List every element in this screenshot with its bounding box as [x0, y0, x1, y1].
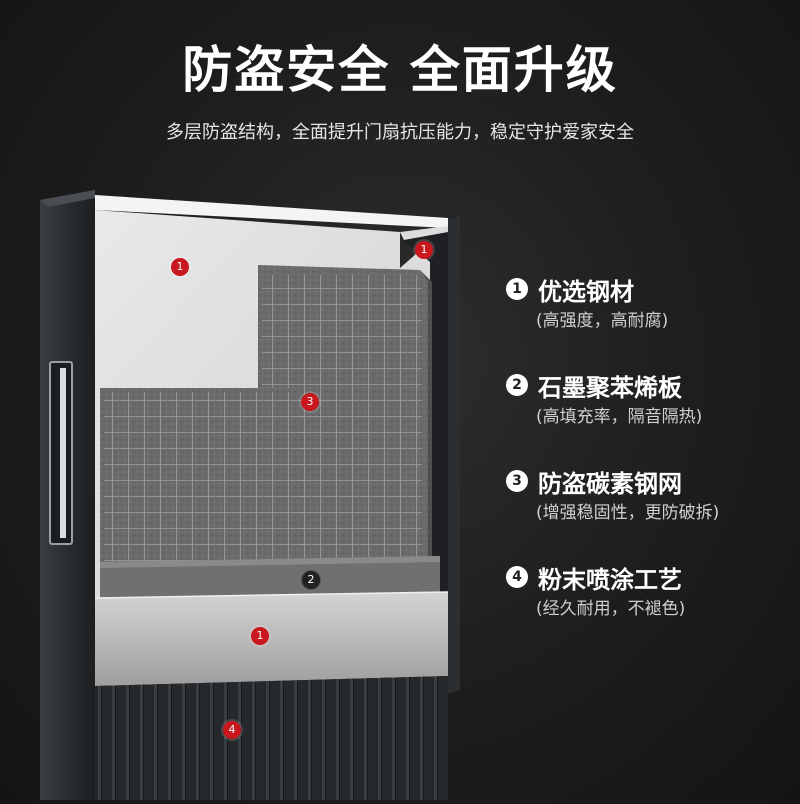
- feature-item-powder-coating: 4 粉末喷涂工艺 (经久耐用，不褪色): [506, 560, 796, 656]
- feature-list: 1 优选钢材 (高强度，高耐腐) 2 石墨聚苯烯板 (高填充率，隔音隔热) 3 …: [506, 272, 796, 656]
- marker-graphite-board: 2: [301, 570, 321, 590]
- feature-number-badge: 1: [506, 278, 528, 300]
- marker-steel-top-right: 1: [415, 241, 433, 259]
- feature-description: (高强度，高耐腐): [536, 311, 669, 331]
- page-subtitle: 多层防盗结构，全面提升门扇抗压能力，稳定守护爱家安全: [166, 122, 634, 143]
- feature-description: (高填充率，隔音隔热): [536, 407, 703, 427]
- feature-item-graphite-board: 2 石墨聚苯烯板 (高填充率，隔音隔热): [506, 368, 796, 464]
- feature-number-badge: 4: [506, 566, 528, 588]
- feature-item-steel-mesh: 3 防盗碳素钢网 (增强稳固性，更防破拆): [506, 464, 796, 560]
- marker-powder-coating: 4: [223, 721, 241, 739]
- marker-mesh: 3: [301, 393, 319, 411]
- feature-item-steel: 1 优选钢材 (高强度，高耐腐): [506, 272, 796, 368]
- feature-description: (经久耐用，不褪色): [536, 599, 686, 619]
- page-title: 防盗安全 全面升级: [182, 41, 618, 99]
- feature-title: 石墨聚苯烯板: [538, 374, 682, 402]
- feature-title: 防盗碳素钢网: [538, 470, 682, 498]
- feature-number-badge: 2: [506, 374, 528, 396]
- marker-steel-top-left: 1: [171, 258, 189, 276]
- feature-title: 粉末喷涂工艺: [538, 566, 682, 594]
- feature-description: (增强稳固性，更防破拆): [536, 503, 720, 523]
- marker-steel-bottom: 1: [251, 627, 269, 645]
- feature-title: 优选钢材: [538, 278, 634, 306]
- feature-number-badge: 3: [506, 470, 528, 492]
